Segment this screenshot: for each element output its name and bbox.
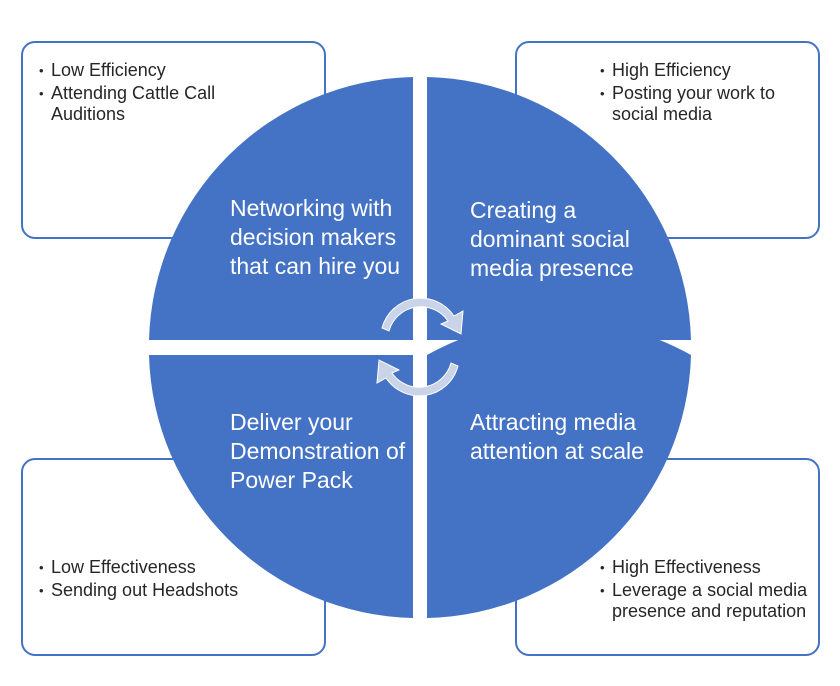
quadrant-label-top-left: Networking with decision makers that can… xyxy=(230,195,401,279)
bullet-item: High Efficiency xyxy=(600,60,815,81)
bullet-item: Leverage a social media presence and rep… xyxy=(600,580,815,622)
bullet-list: Low Efficiency Attending Cattle Call Aud… xyxy=(39,60,269,127)
bullet-item: Attending Cattle Call Auditions xyxy=(39,83,269,125)
quadrant-label-bottom-right: Attracting media attention at scale xyxy=(470,409,644,464)
quadrant-label-top-right: Creating a dominant social media presenc… xyxy=(470,197,634,281)
bullet-list: Low Effectiveness Sending out Headshots xyxy=(39,557,269,603)
bullet-item: Sending out Headshots xyxy=(39,580,269,601)
bullet-item: High Effectiveness xyxy=(600,557,815,578)
quadrant-bottom-right xyxy=(427,320,691,618)
quadrant-top-right xyxy=(427,77,691,340)
quadrant-bottom-left xyxy=(149,355,413,618)
bullet-item: Posting your work to social media xyxy=(600,83,815,125)
bullet-item: Low Efficiency xyxy=(39,60,269,81)
quadrant-top-left xyxy=(149,77,413,340)
bullet-list: High Effectiveness Leverage a social med… xyxy=(600,557,815,624)
bullet-item: Low Effectiveness xyxy=(39,557,269,578)
circular-arrows-icon xyxy=(376,297,464,397)
bullet-list: High Efficiency Posting your work to soc… xyxy=(600,60,815,127)
quadrant-label-bottom-left: Deliver your Demonstration of Power Pack xyxy=(230,409,406,493)
